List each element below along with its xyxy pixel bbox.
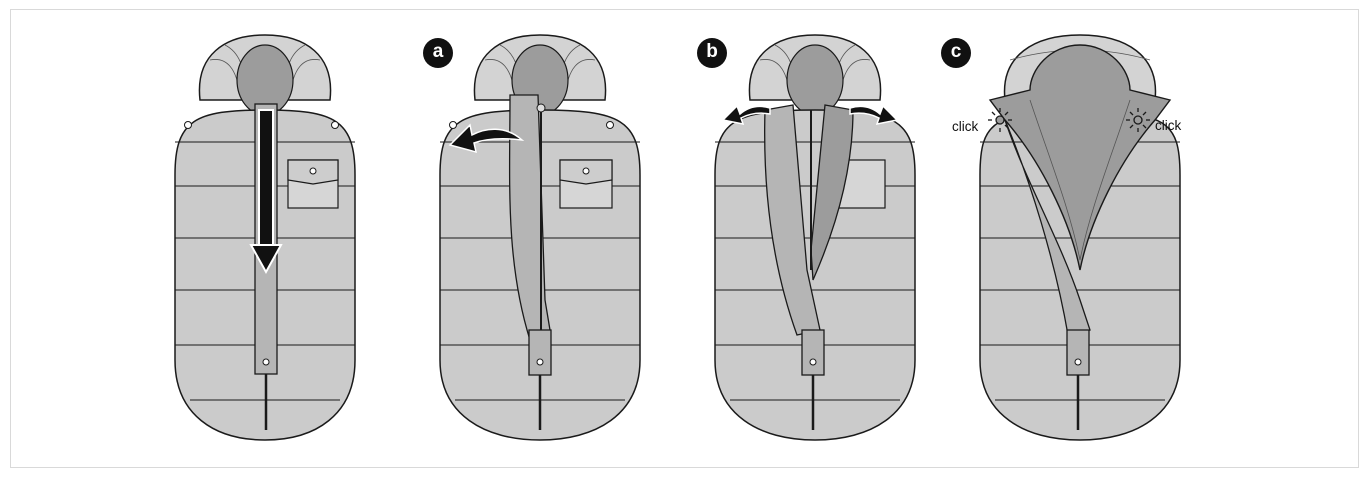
snap-burst-right-icon <box>1126 108 1150 132</box>
footmuff-illustration-open <box>714 34 916 441</box>
step-badge-b: b <box>697 38 727 68</box>
step-badge-c: c <box>941 38 971 68</box>
footmuff-illustration-unzip <box>174 34 356 441</box>
unzip-arrow <box>249 109 283 275</box>
fold-arrow <box>448 123 525 154</box>
step-panel-start <box>135 0 395 460</box>
footmuff-illustration-fold <box>439 34 641 441</box>
step-panel-b <box>685 0 945 460</box>
open-left-arrow <box>721 104 771 125</box>
step-panel-a <box>410 0 670 460</box>
step-panel-c <box>950 0 1210 460</box>
snap-burst-left-icon <box>988 108 1012 132</box>
step-badge-a: a <box>423 38 453 68</box>
open-right-arrow <box>849 104 899 125</box>
click-label-left: click <box>952 119 979 134</box>
click-label-right: click <box>1155 118 1182 133</box>
footmuff-illustration-click <box>979 34 1181 441</box>
